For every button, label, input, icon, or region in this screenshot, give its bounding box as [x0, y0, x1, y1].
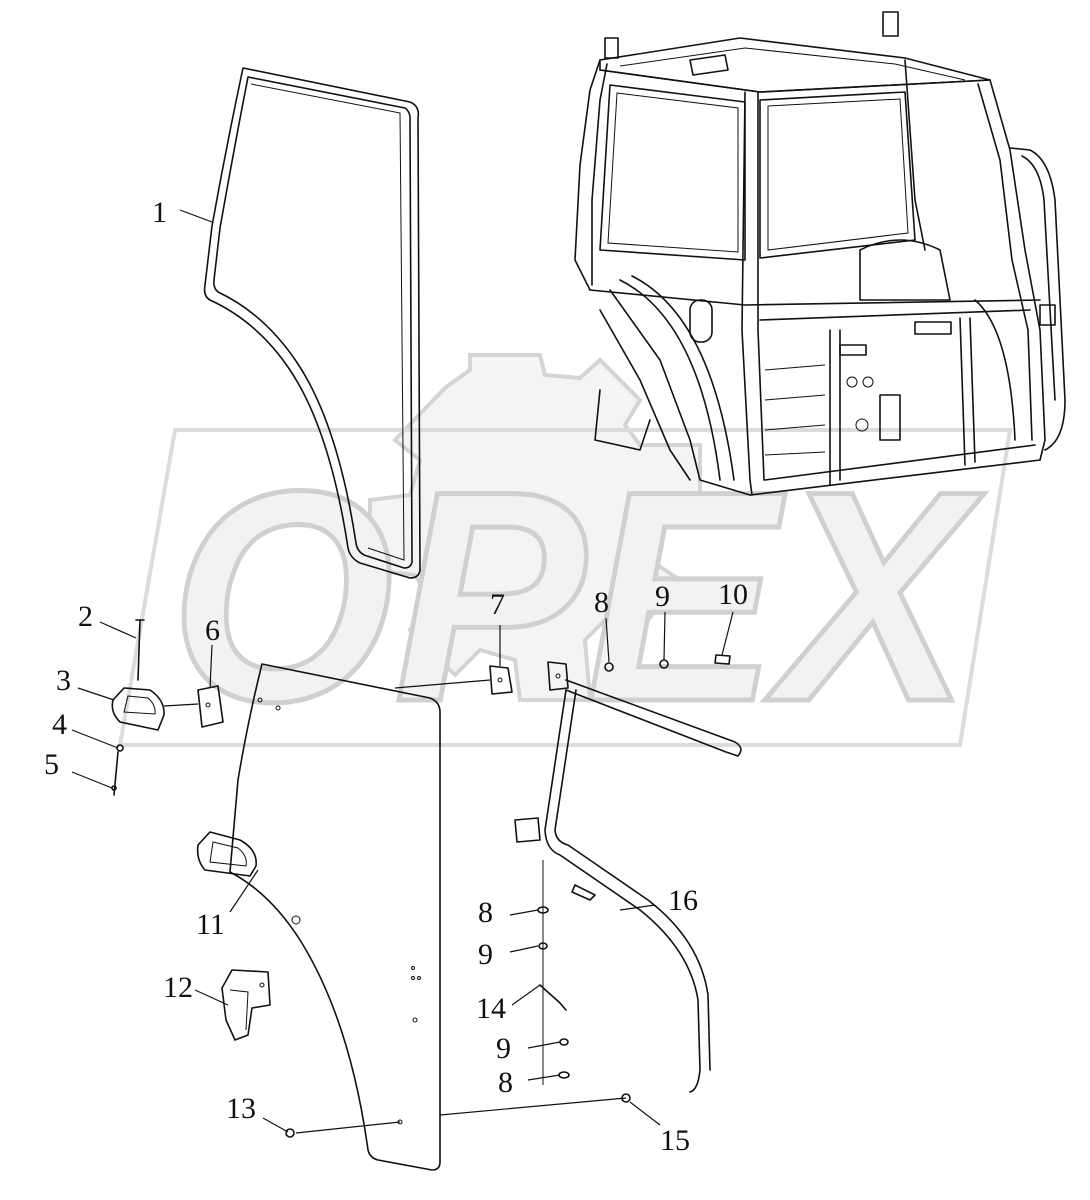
callout-8-lower-b: 8 [498, 1066, 513, 1099]
watermark-rim [117, 428, 1013, 747]
watermark-gear-icon [368, 353, 702, 702]
part-12-lock [221, 969, 271, 1041]
callout-10: 10 [718, 578, 748, 611]
callout-12: 12 [163, 971, 193, 1004]
part-3-handle [111, 687, 165, 731]
part-13-bolt [285, 1128, 295, 1138]
callout-11: 11 [196, 908, 225, 941]
part-8-9-14-fasteners-lower [537, 860, 570, 1085]
cab-frame [574, 11, 1066, 496]
callout-1: 1 [152, 196, 167, 229]
callout-9: 9 [655, 580, 670, 613]
leader-lines [71, 209, 734, 1134]
part-11-inner-handle [196, 831, 257, 877]
callout-3: 3 [56, 664, 71, 697]
callout-16: 16 [668, 884, 698, 917]
part-16-gas-strut-arm [514, 679, 742, 1093]
callout-9-lower-b: 9 [496, 1032, 511, 1065]
part-1-glass-seal [203, 67, 421, 579]
callout-15: 15 [660, 1124, 690, 1157]
callout-2: 2 [78, 600, 93, 633]
part-6-hinge-plate [197, 685, 224, 728]
part-2-pin [135, 619, 145, 681]
callout-5: 5 [44, 748, 59, 781]
part-5-screw [111, 751, 119, 796]
callout-9-lower-a: 9 [478, 938, 493, 971]
callout-8-lower-a: 8 [478, 896, 493, 929]
callout-4: 4 [52, 708, 67, 741]
part-7-bracket [489, 661, 569, 695]
callouts: 1 2 3 4 5 6 7 8 9 10 11 12 13 14 15 16 8… [44, 196, 748, 1157]
callout-6: 6 [205, 614, 220, 647]
watermark-text: OPEX [170, 428, 985, 764]
callout-13: 13 [226, 1092, 256, 1125]
callout-8: 8 [594, 586, 609, 619]
callout-7: 7 [490, 588, 505, 621]
callout-14: 14 [476, 992, 506, 1025]
